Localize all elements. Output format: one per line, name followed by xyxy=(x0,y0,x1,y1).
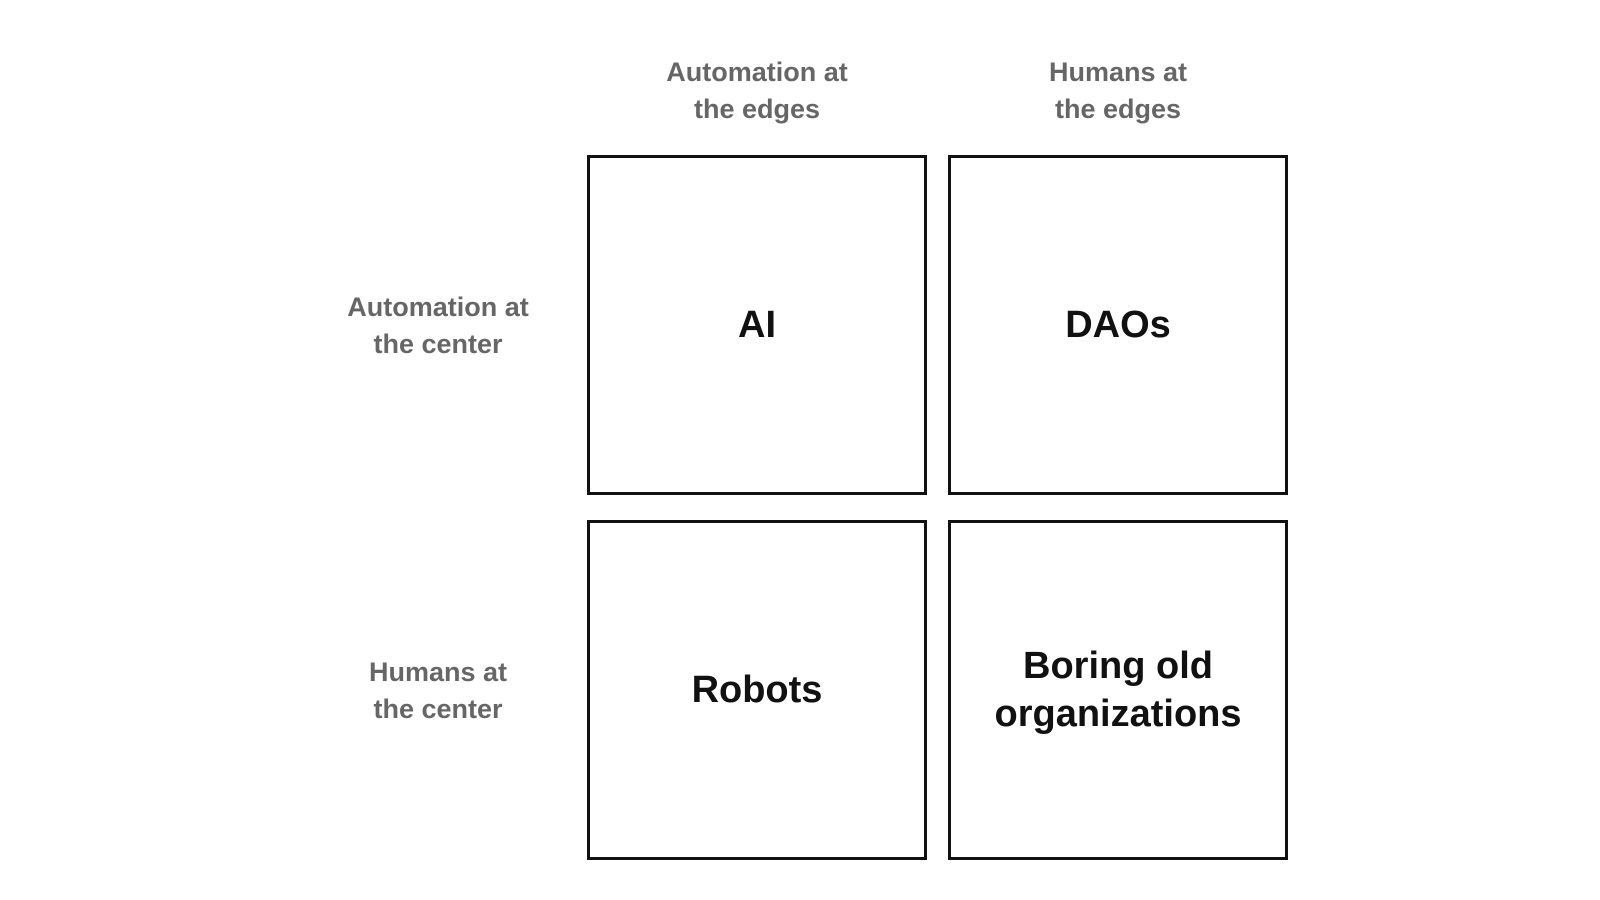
quadrant-label-daos: DAOs xyxy=(1065,304,1171,346)
quadrant-cell-ai: AI xyxy=(587,155,927,495)
row-header-humans-center: Humans at the center xyxy=(368,657,508,724)
column-header-humans-edges: Humans at the edges xyxy=(1048,57,1188,124)
quadrant-label-ai: AI xyxy=(738,304,776,346)
quadrant-cell-organizations: Boring old organizations xyxy=(948,520,1288,860)
row-header-automation-center: Automation at the center xyxy=(347,292,529,359)
quadrant-label-robots: Robots xyxy=(691,669,823,711)
quadrant-cell-daos: DAOs xyxy=(948,155,1288,495)
quadrant-label-organizations: Boring old organizations xyxy=(994,645,1242,735)
quadrant-cell-robots: Robots xyxy=(587,520,927,860)
column-header-automation-edges: Automation at the edges xyxy=(666,57,848,124)
